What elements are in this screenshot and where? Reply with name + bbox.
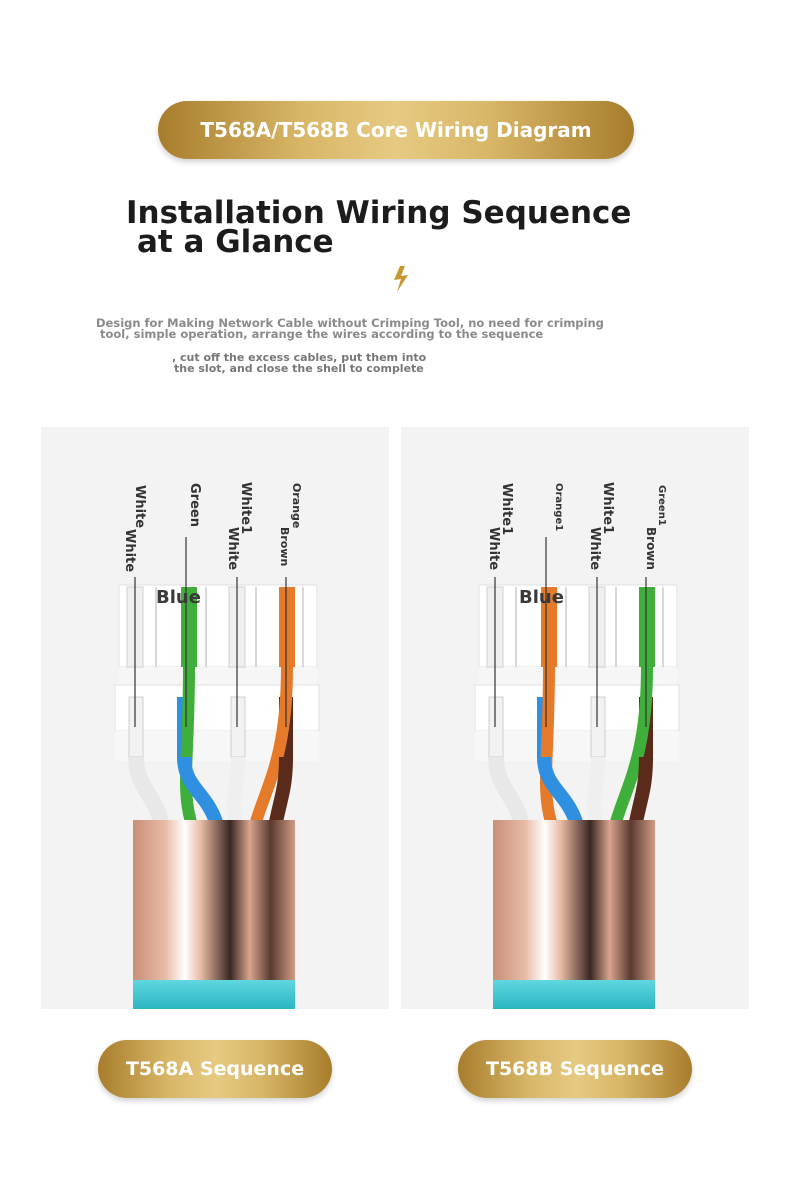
t568b-label-bottom-3: White — [587, 527, 602, 570]
t568b-sequence-badge: T568B Sequence — [458, 1040, 692, 1098]
description-line-1: Design for Making Network Cable without … — [96, 316, 604, 330]
t568a-label-top-3: White1 — [238, 482, 253, 534]
t568a-label-top-4: Orange — [290, 483, 303, 528]
headline-line-2: at a Glance — [137, 224, 334, 260]
t568b-label-bottom-4: Brown — [644, 527, 658, 570]
t568a-label-bottom-3: White — [225, 527, 240, 570]
t568b-label-top-3: White1 — [600, 482, 615, 534]
t568a-label-bottom-1: White — [122, 529, 137, 572]
t568b-label-top-2: Orange1 — [553, 483, 564, 531]
t568b-label-top-1: White1 — [499, 483, 514, 535]
t568a-sequence-badge: T568A Sequence — [98, 1040, 332, 1098]
t568b-label-bottom-2: Blue — [519, 587, 564, 608]
t568a-label-bottom-2: Blue — [156, 587, 201, 608]
t568b-label-bottom-1: White — [486, 527, 501, 570]
description-line-2: tool, simple operation, arrange the wire… — [100, 327, 544, 341]
headline-line-1: Installation Wiring Sequence — [126, 195, 632, 231]
description-line-4: the slot, and close the shell to complet… — [174, 362, 424, 375]
title-badge: T568A/T568B Core Wiring Diagram — [158, 101, 634, 159]
t568b-diagram: White1 White Orange1 Blue White1 White G… — [401, 427, 749, 1009]
description-line-3: , cut off the excess cables, put them in… — [172, 351, 427, 364]
t568a-diagram: White White Green Blue White1 White Oran… — [41, 427, 389, 1009]
t568a-label-top-1: White — [132, 485, 147, 528]
t568b-label-top-4: Green1 — [656, 485, 667, 526]
lightning-bolt-icon — [394, 266, 408, 292]
t568a-label-top-2: Green — [187, 483, 202, 527]
t568a-label-bottom-4: Brown — [278, 527, 291, 566]
